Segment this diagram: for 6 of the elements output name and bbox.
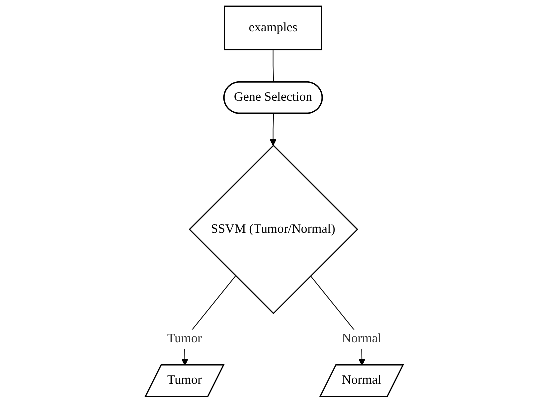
node-box: examples <box>224 6 322 51</box>
edge-label: Normal <box>342 332 382 346</box>
arrow <box>270 114 277 146</box>
connector <box>272 50 274 83</box>
edge-label: Tumor <box>167 332 202 346</box>
node-diamond: SSVM (Tumor/Normal) <box>188 144 359 314</box>
